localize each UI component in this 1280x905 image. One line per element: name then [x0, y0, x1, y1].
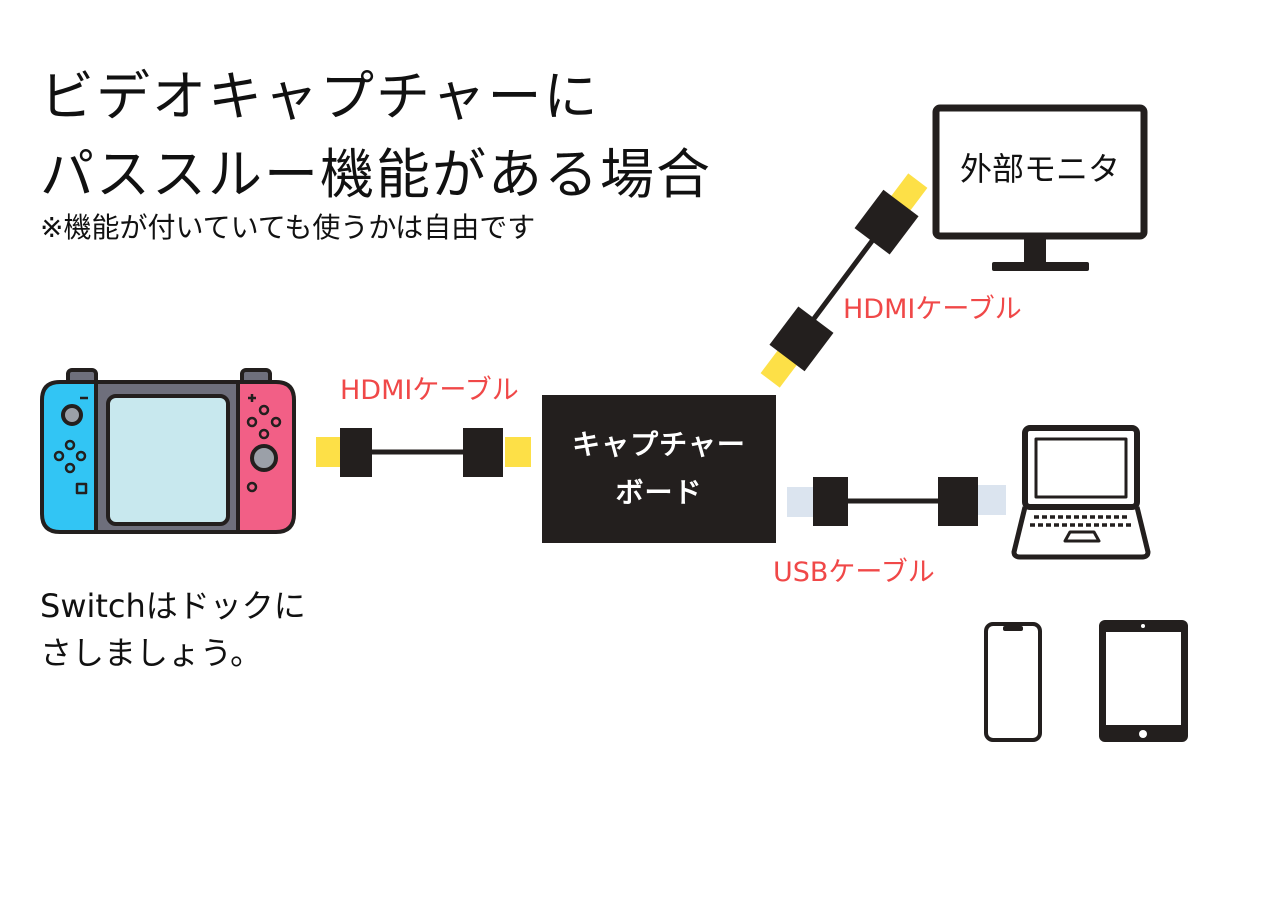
switch-caption: Switchはドックに さしましょう。: [40, 583, 306, 677]
hdmi-cable-top: [760, 173, 928, 388]
hdmi-cable-top-label: HDMIケーブル: [843, 294, 1022, 325]
smartphone-icon: [984, 622, 1042, 742]
monitor-icon: [932, 104, 1148, 271]
capture-board-label-line-1: キャプチャー: [572, 428, 746, 461]
page-title-line-2: パススルー機能がある場合: [40, 143, 712, 206]
note-text: ※機能が付いていても使うかは自由です: [40, 211, 536, 244]
capture-board-label-line-2: ボード: [615, 476, 703, 509]
laptop-icon: [1011, 425, 1151, 560]
usb-cable-label: USBケーブル: [773, 557, 935, 588]
hdmi-cable-left-label: HDMIケーブル: [340, 375, 519, 406]
switch-caption-line-2: さしましょう。: [40, 634, 263, 672]
page-title-line-1: ビデオキャプチャーに: [40, 65, 600, 128]
switch-console-icon: [40, 368, 296, 534]
tablet-icon: [1099, 620, 1188, 742]
usb-cable: [787, 477, 1006, 526]
hdmi-cable-left: [316, 428, 531, 477]
capture-board-box: キャプチャー ボード: [542, 395, 776, 543]
switch-caption-line-1: Switchはドックに: [40, 587, 306, 625]
monitor-label: 外部モニタ: [959, 150, 1120, 188]
